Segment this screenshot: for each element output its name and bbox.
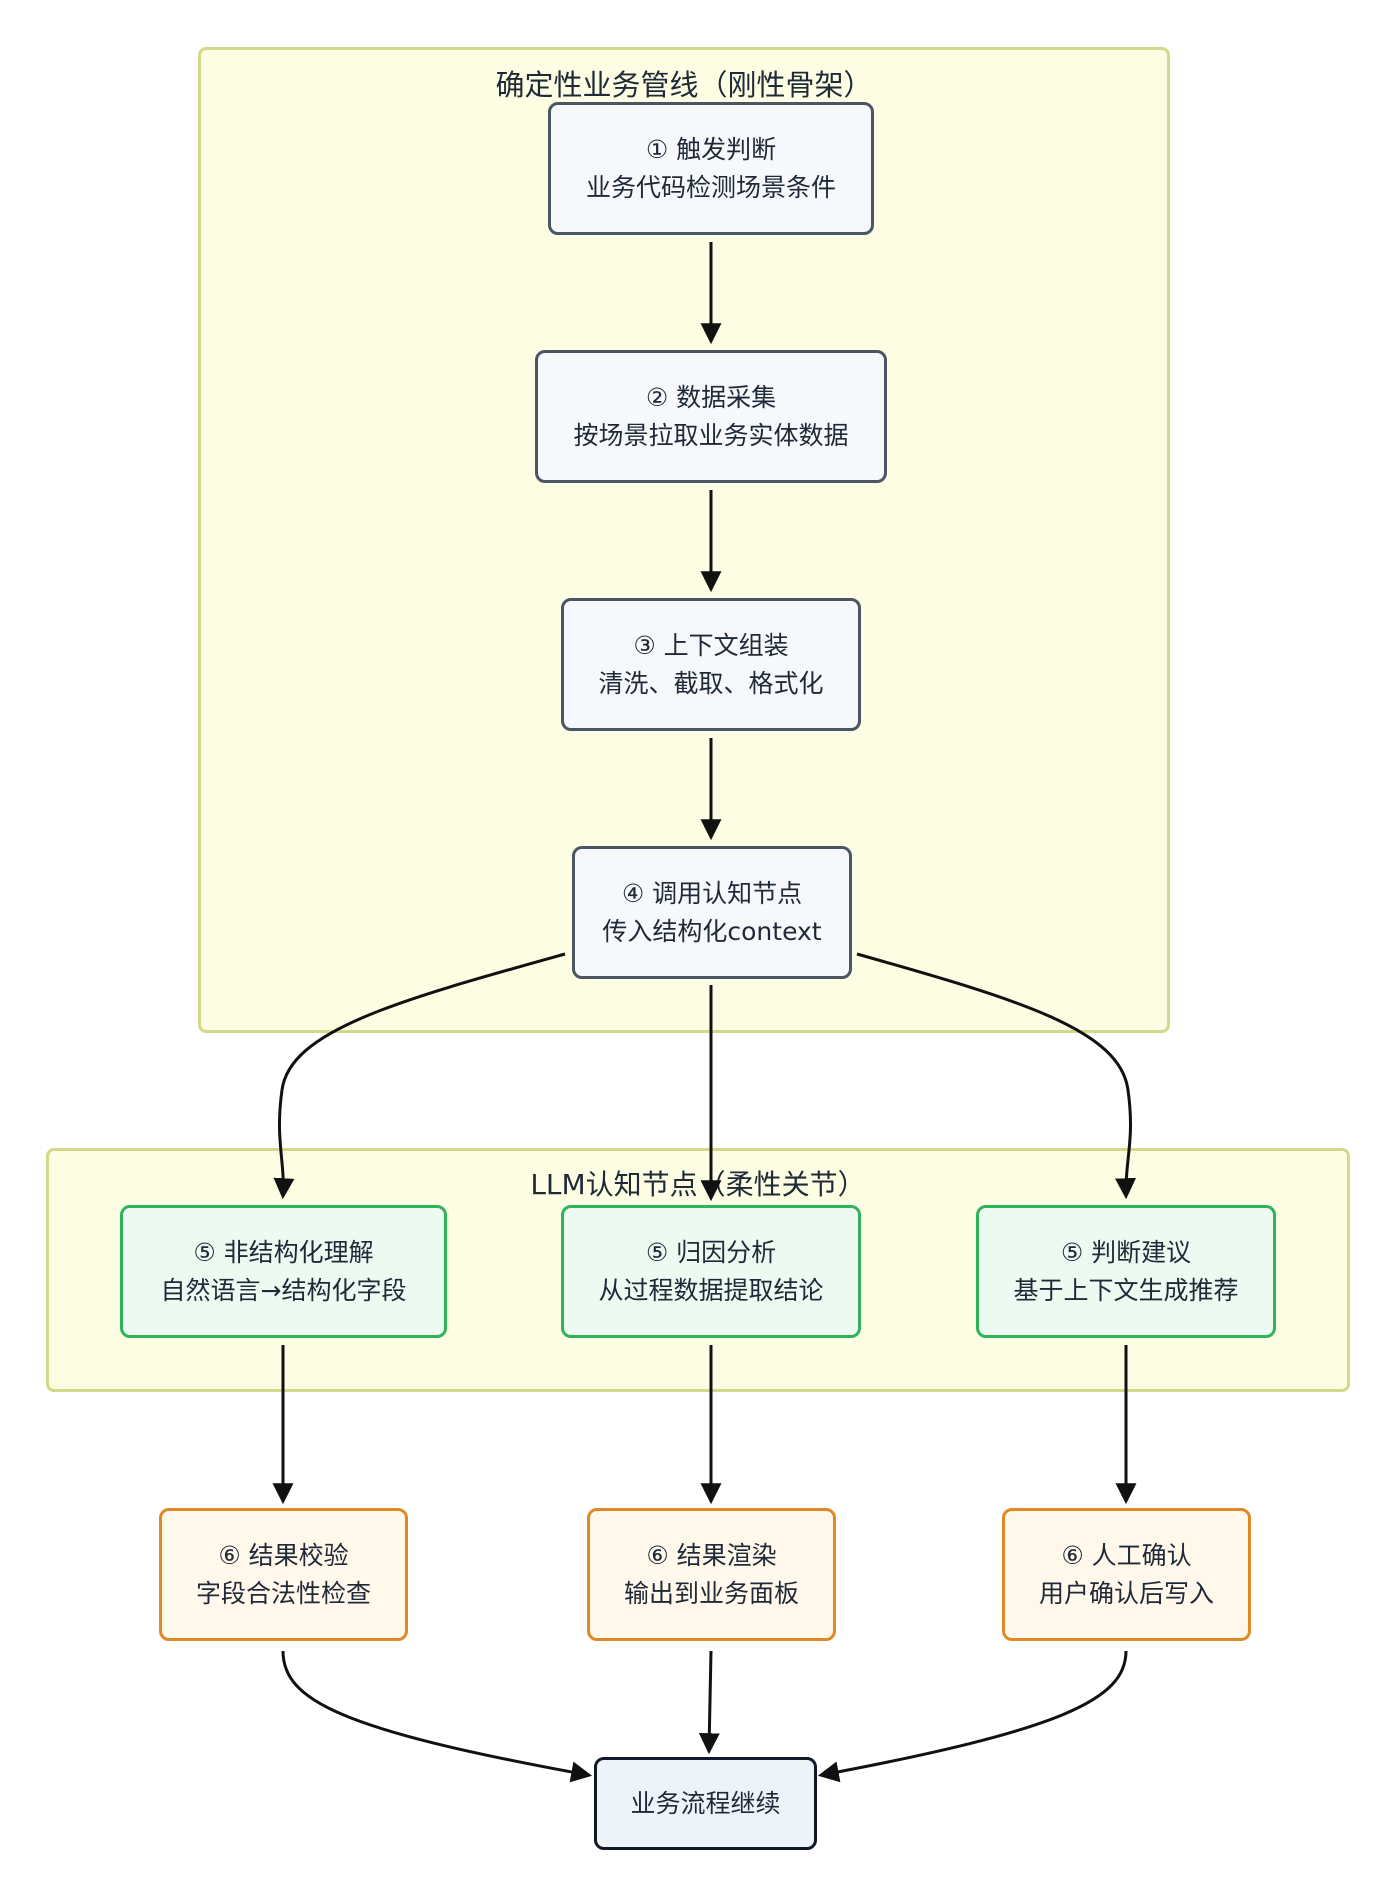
edge-n6c-final [817,1650,1128,1783]
node-attribution-analysis-desc: 从过程数据提取结论 [598,1275,824,1305]
pipeline-cluster-title: 确定性业务管线（刚性骨架） [495,68,873,102]
node-invoke-cognitive: ④ 调用认知节点 传入结构化context [572,846,852,979]
node-data-collection: ② 数据采集 按场景拉取业务实体数据 [535,350,887,483]
node-trigger-judgment: ① 触发判断 业务代码检测场景条件 [548,102,874,235]
node-manual-confirmation: ⑥ 人工确认 用户确认后写入 [1002,1508,1251,1641]
node-data-collection-title: ② 数据采集 [645,382,777,412]
node-unstructured-understanding-desc: 自然语言→结构化字段 [160,1275,407,1305]
node-trigger-judgment-desc: 业务代码检测场景条件 [585,172,836,202]
node-attribution-analysis: ⑤ 归因分析 从过程数据提取结论 [561,1205,861,1338]
node-data-collection-desc: 按场景拉取业务实体数据 [573,420,849,450]
node-judgment-suggestion-desc: 基于上下文生成推荐 [1013,1275,1239,1305]
node-result-validation-title: ⑥ 结果校验 [218,1540,349,1570]
node-result-rendering-desc: 输出到业务面板 [623,1578,799,1608]
node-business-continue-label: 业务流程继续 [630,1788,781,1818]
edge-n6a-final [281,1650,593,1783]
node-business-continue: 业务流程继续 [594,1757,817,1850]
node-manual-confirmation-title: ⑥ 人工确认 [1061,1540,1192,1570]
node-result-rendering-title: ⑥ 结果渲染 [646,1540,777,1570]
llm-cluster-title: LLM认知节点（柔性关节） [530,1168,866,1201]
node-trigger-judgment-title: ① 触发判断 [645,134,777,164]
node-context-assembly: ③ 上下文组装 清洗、截取、格式化 [561,598,861,731]
node-judgment-suggestion-title: ⑤ 判断建议 [1060,1237,1192,1267]
node-invoke-cognitive-desc: 传入结构化context [602,916,822,946]
node-context-assembly-desc: 清洗、截取、格式化 [598,668,824,698]
node-result-validation-desc: 字段合法性检查 [195,1578,371,1608]
node-manual-confirmation-desc: 用户确认后写入 [1038,1578,1214,1608]
node-result-rendering: ⑥ 结果渲染 输出到业务面板 [587,1508,836,1641]
edge-n6b-final [698,1650,720,1755]
node-unstructured-understanding-title: ⑤ 非结构化理解 [193,1237,374,1267]
node-context-assembly-title: ③ 上下文组装 [633,630,789,660]
node-attribution-analysis-title: ⑤ 归因分析 [645,1237,777,1267]
node-unstructured-understanding: ⑤ 非结构化理解 自然语言→结构化字段 [120,1205,447,1338]
node-judgment-suggestion: ⑤ 判断建议 基于上下文生成推荐 [976,1205,1276,1338]
node-result-validation: ⑥ 结果校验 字段合法性检查 [159,1508,408,1641]
node-invoke-cognitive-title: ④ 调用认知节点 [621,878,803,908]
